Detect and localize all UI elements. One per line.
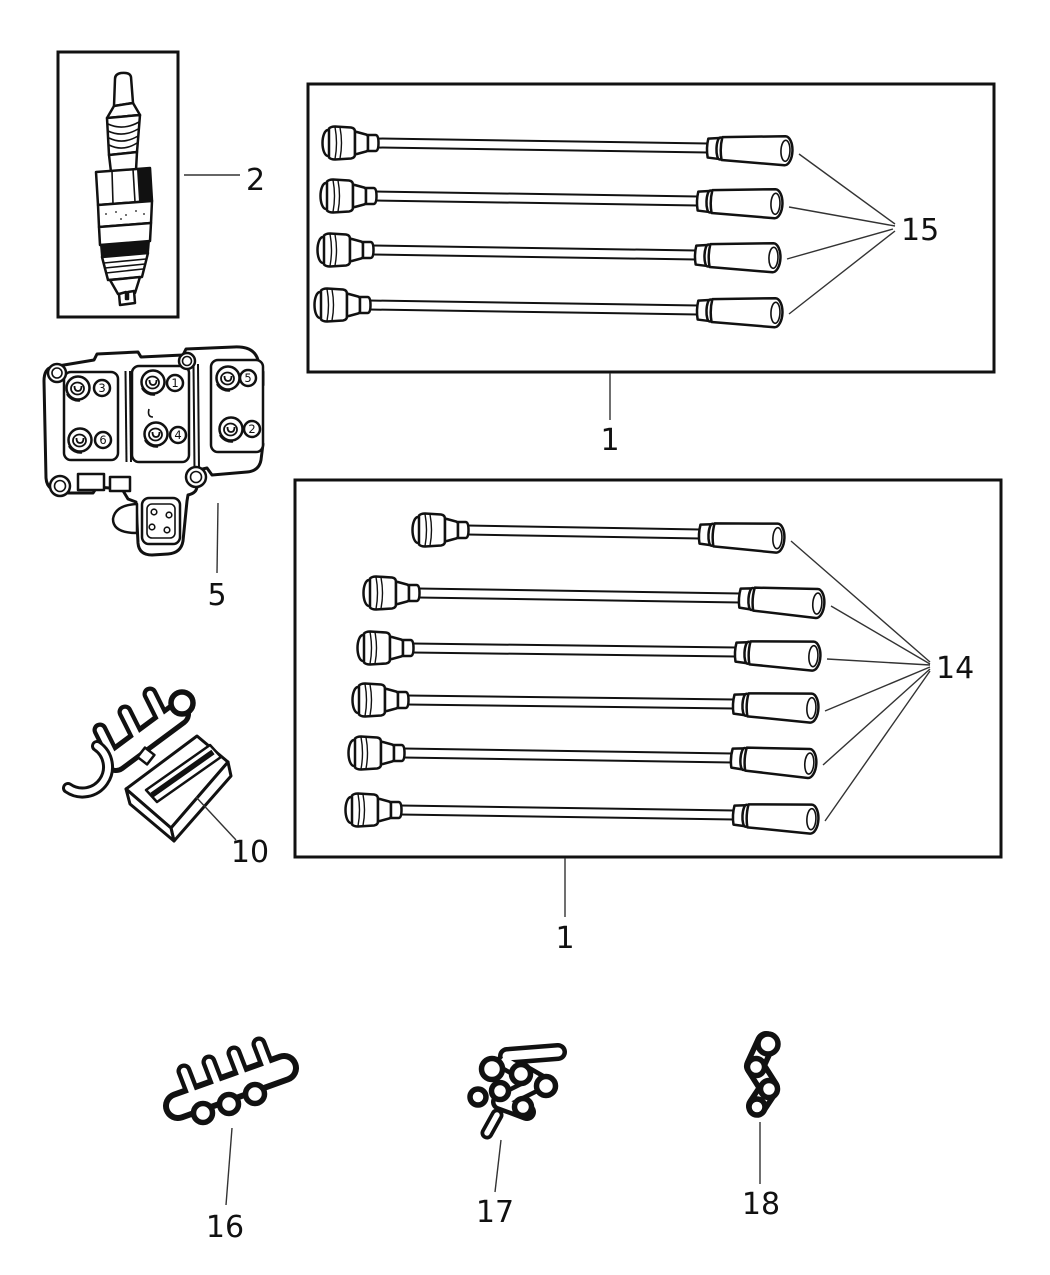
wire-boot xyxy=(695,294,785,329)
spark-plug-wire xyxy=(321,125,795,167)
tower-number: 6 xyxy=(99,433,106,447)
callout-15-label: 15 xyxy=(901,213,939,248)
spark-plug-wire xyxy=(411,512,787,555)
callout-18-label: 18 xyxy=(742,1187,780,1222)
coil-towers: 3 1 5 6 4 2 xyxy=(65,365,262,454)
separator-17-figure: 17 xyxy=(467,1043,567,1230)
tower-number: 3 xyxy=(98,381,105,395)
wire-set-bottom-box xyxy=(293,478,1003,859)
callout-1-label-top: 1 xyxy=(600,423,619,458)
wire-terminal xyxy=(356,630,415,666)
spark-plug-wire xyxy=(362,575,827,620)
wire-terminal xyxy=(319,178,378,214)
wire-boot xyxy=(732,636,823,673)
wire-terminal xyxy=(344,792,403,828)
wire-terminal xyxy=(411,512,470,548)
callout-2-label: 2 xyxy=(246,163,265,198)
callout-14-label: 14 xyxy=(936,651,974,686)
callout-15-leaders xyxy=(786,153,896,315)
wire-clip-figure: 10 xyxy=(62,686,269,870)
callout-5-label: 5 xyxy=(207,578,226,613)
spark-plug-drawing xyxy=(94,71,154,307)
wire-terminal xyxy=(362,575,421,611)
spark-plug-wire xyxy=(351,682,821,725)
wire-boot xyxy=(696,518,787,555)
wire-set-top-box xyxy=(306,82,996,374)
plug-insulator-ribs xyxy=(105,113,142,157)
wire-boot xyxy=(736,582,827,620)
plug-electrode xyxy=(117,289,137,307)
separator-18-drawing xyxy=(744,1031,781,1118)
callout-10-leader xyxy=(195,796,237,841)
separator-17-drawing xyxy=(467,1043,567,1140)
spark-plug-wire xyxy=(313,287,785,329)
plug-terminal xyxy=(112,71,135,108)
wire-terminal xyxy=(321,125,380,161)
tower-number: 5 xyxy=(244,371,251,385)
tower-number: 4 xyxy=(174,428,181,442)
callout-14-leaders xyxy=(790,540,931,822)
wire-boot xyxy=(728,742,819,780)
wire-boot xyxy=(705,132,795,167)
spark-plug-figure: 2 xyxy=(56,50,265,319)
tower-number: 2 xyxy=(248,422,255,436)
spark-plug-box xyxy=(56,50,180,319)
callout-17-label: 17 xyxy=(476,1195,514,1230)
wire-boot xyxy=(693,239,783,274)
callout-16-leader xyxy=(225,1127,233,1206)
callout-10-label: 10 xyxy=(231,835,269,870)
wire-terminal xyxy=(347,735,406,771)
wire-terminal xyxy=(313,287,372,323)
spark-plug-wire xyxy=(319,178,785,220)
spark-plug-wire xyxy=(344,792,821,836)
spark-plug-wire xyxy=(316,232,783,274)
separator-16-figure: 16 xyxy=(163,1036,299,1245)
wire-set-bottom-figure: 14 1 xyxy=(293,478,1003,956)
wire-clip-drawing xyxy=(62,686,233,843)
callout-16-label: 16 xyxy=(206,1210,244,1245)
coil-connector xyxy=(111,496,182,546)
ignition-coil-figure: 3 1 5 6 4 2 5 xyxy=(42,345,265,613)
spark-plug-wire xyxy=(347,735,819,780)
separator-18-figure: 18 xyxy=(742,1031,781,1222)
callout-5-leader xyxy=(216,502,219,574)
wire-boot xyxy=(730,799,821,836)
callout-17-leader xyxy=(494,1139,502,1193)
spark-plug-wire xyxy=(356,630,823,673)
wire-boot xyxy=(695,185,785,220)
separator-16-drawing xyxy=(163,1036,299,1126)
tower-number: 1 xyxy=(171,376,178,390)
wire-terminal xyxy=(351,682,410,718)
coil-mount-holes xyxy=(46,351,208,498)
wire-set-top-figure: 15 1 xyxy=(306,82,996,458)
wire-terminal xyxy=(316,232,375,268)
callout-1-label-bottom: 1 xyxy=(555,921,574,956)
wire-boot xyxy=(730,688,821,725)
